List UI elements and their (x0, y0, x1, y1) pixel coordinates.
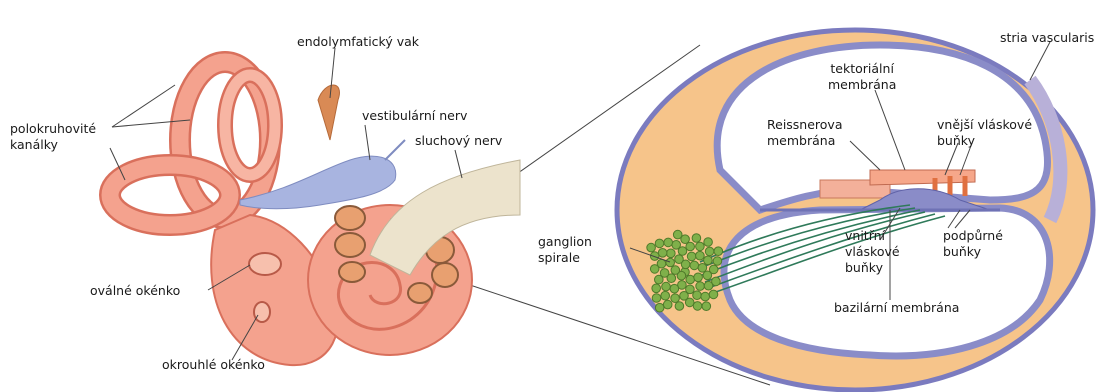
oval-window-shape (249, 253, 281, 275)
auditory-nerve-label: sluchový nerv (415, 133, 502, 149)
tectorial-label-line2: membrána (828, 77, 896, 93)
oval-window-label: oválné okénko (90, 283, 180, 299)
inner-hair-cells-label: vnitřní vláskové buňky (845, 228, 900, 276)
tectorial-label-line1: tektoriální (828, 61, 896, 77)
vestibular-nerve-label: vestibulární nerv (362, 108, 467, 124)
inner-hair-label-line3: buňky (845, 260, 900, 276)
reissner-label-line1: Reissnerova (767, 117, 843, 133)
round-window-shape (254, 302, 270, 322)
semicircular-canals-label: polokruhovité kanálky (10, 121, 96, 153)
round-window-label: okrouhlé okénko (162, 357, 265, 373)
basilar-membrane-label: bazilární membrána (834, 300, 959, 316)
reissner-label-line2: membrána (767, 133, 843, 149)
tectorial-membrane-label: tektoriální membrána (828, 61, 896, 93)
outer-hair-cells-label: vnější vláskové buňky (937, 117, 1032, 149)
semicircular-label-line2: kanálky (10, 137, 96, 153)
semicircular-label-line1: polokruhovité (10, 121, 96, 137)
ganglion-label-line1: ganglion (538, 234, 592, 250)
endolymph-sac-label: endolymfatický vak (297, 34, 419, 50)
support-label-line1: podpůrné (943, 228, 1003, 244)
ganglion-spirale-label: ganglion spirale (538, 234, 592, 266)
ganglion-label-line2: spirale (538, 250, 592, 266)
outer-hair-label-line2: buňky (937, 133, 1032, 149)
supporting-cells-label: podpůrné buňky (943, 228, 1003, 260)
endolymph-sac-shape (318, 85, 339, 140)
inner-hair-label-line1: vnitřní (845, 228, 900, 244)
stria-vascularis-label: stria vascularis (1000, 30, 1094, 46)
outer-hair-label-line1: vnější vláskové (937, 117, 1032, 133)
reissner-membrane-label: Reissnerova membrána (767, 117, 843, 149)
support-label-line2: buňky (943, 244, 1003, 260)
inner-hair-label-line2: vláskové (845, 244, 900, 260)
